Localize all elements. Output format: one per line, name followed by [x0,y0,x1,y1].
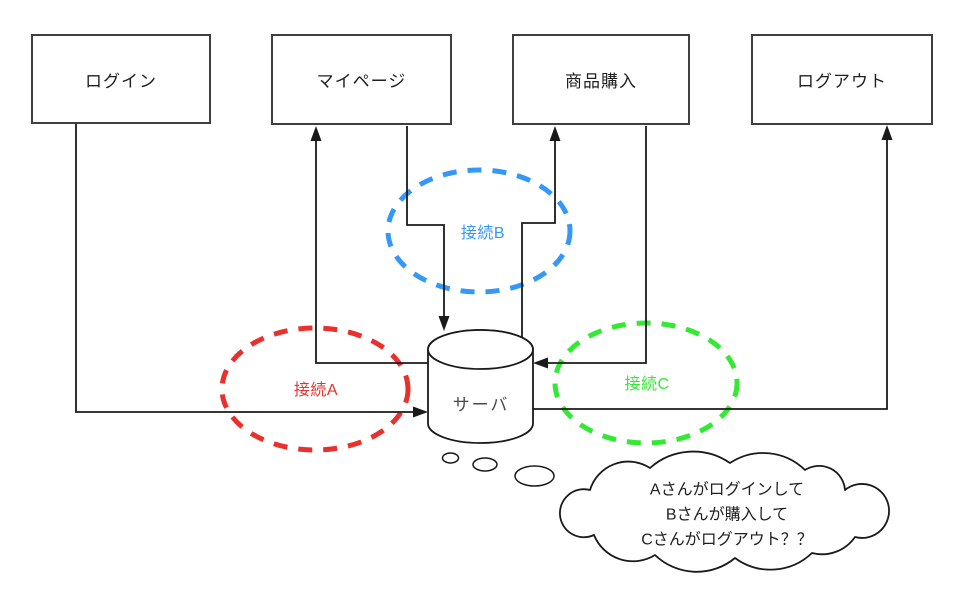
server-label: サーバ [452,395,510,415]
server-cylinder-top [427,329,534,370]
connector-login-to-server [75,124,416,413]
arrowhead-into-server-top [438,316,450,331]
server-cylinder [427,329,534,444]
connector-purchase-to-server [546,126,647,364]
connector-server-to-logout [530,140,888,410]
thought-trail-bubble-medium [472,457,498,472]
node-label-mypage: マイページ [316,72,407,91]
arrowhead-into-server-left [413,406,428,418]
thought-line-2: Bさんが購入して [665,506,789,524]
node-box-logout: ログアウト [751,34,933,125]
thought-line-3: Cさんがログアウト？？ [641,531,813,549]
arrowhead-into-mypage [310,126,322,141]
thought-trail-bubble-small [441,452,460,464]
node-box-login: ログイン [31,34,211,124]
thought-cloud [559,450,890,573]
node-label-logout: ログアウト [797,72,887,91]
node-label-login: ログイン [85,71,157,91]
connector-server-to-mypage [315,140,428,364]
connector-server-to-purchase [521,140,556,340]
connection-ellipse-b [385,167,573,295]
connection-label-a: 接続A [293,382,339,399]
thought-trail-bubble-large [514,465,555,487]
node-box-mypage: マイページ [271,34,452,125]
connector-mypage-to-server [406,126,445,317]
connection-label-c: 接続C [624,376,670,393]
thought-line-1: Aさんがログインして [649,481,805,499]
node-box-purchase: 商品購入 [512,34,690,125]
connection-ellipse-a [219,325,411,453]
connection-label-b: 接続B [460,225,506,242]
node-label-purchase: 商品購入 [565,72,637,91]
arrowhead-into-server-right [533,357,548,369]
arrowhead-into-logout [881,125,893,140]
thought-cloud-text: Aさんがログインして Bさんが購入して Cさんがログアウト？？ [641,478,813,553]
arrowhead-into-purchase [549,126,561,141]
